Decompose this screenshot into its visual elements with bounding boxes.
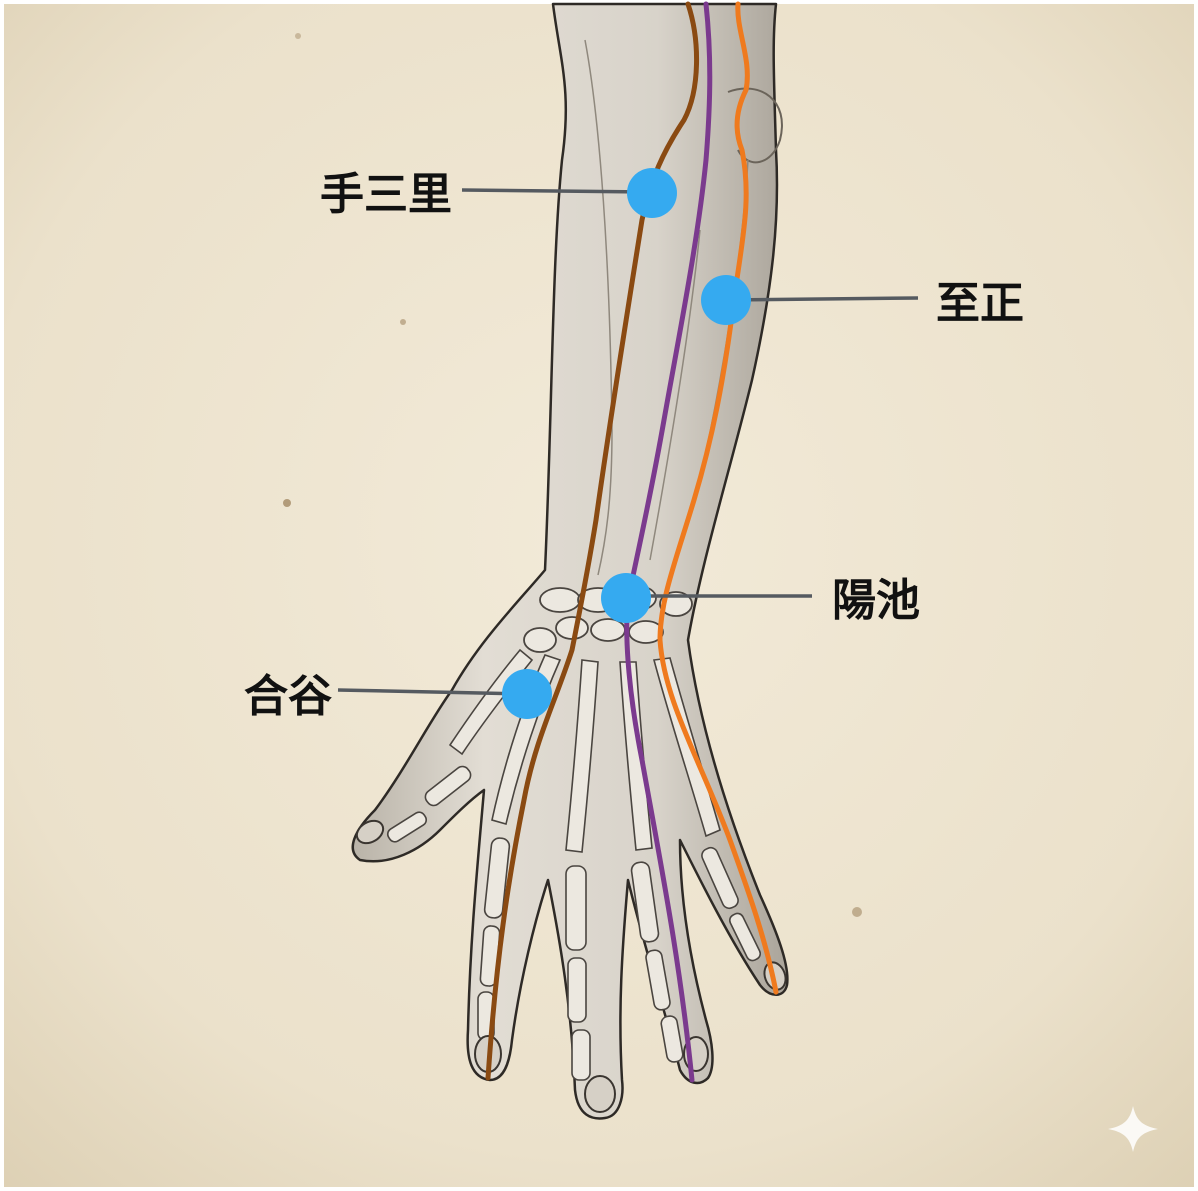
- paper-stain: [852, 907, 862, 917]
- acupoint-yangchi-label: 陽池: [832, 575, 920, 626]
- paper-stain: [283, 499, 291, 507]
- acupoint-shousanli-dot[interactable]: [627, 168, 677, 218]
- acupoint-hegu-dot[interactable]: [502, 669, 552, 719]
- acupoint-hegu-label: 合谷: [244, 671, 332, 722]
- paper-stain: [400, 319, 406, 325]
- acupoint-yangchi-dot[interactable]: [601, 573, 651, 623]
- leader-line-zhizheng: [726, 298, 918, 300]
- acupoint-zhizheng-dot[interactable]: [701, 275, 751, 325]
- acupoint-zhizheng-label: 至正: [936, 278, 1024, 329]
- leader-line-shousanli: [462, 190, 652, 192]
- paper-stain: [295, 33, 301, 39]
- acupoint-shousanli-label: 手三里: [320, 169, 452, 220]
